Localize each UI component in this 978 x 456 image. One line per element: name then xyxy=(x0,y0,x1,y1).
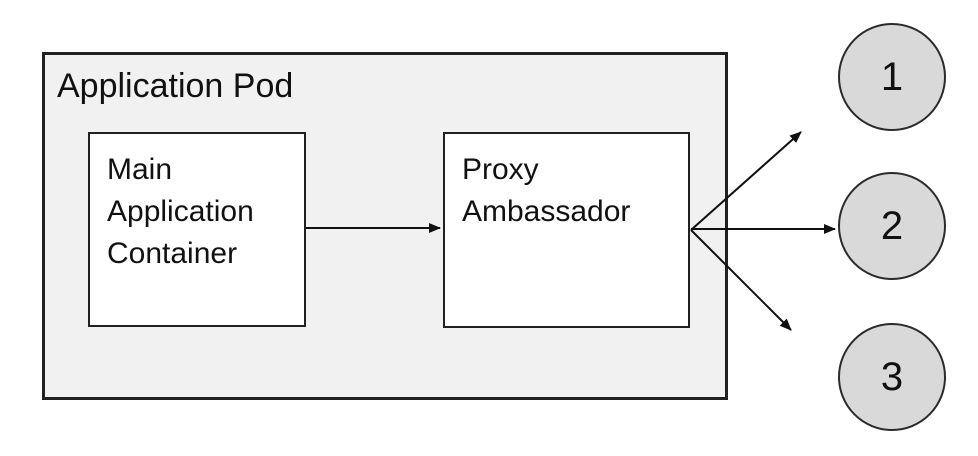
application-pod-group: Application Pod Main Application Contain… xyxy=(42,52,728,400)
endpoint-label: 3 xyxy=(880,354,904,399)
node-proxy-ambassador: Proxy Ambassador xyxy=(443,132,690,328)
application-pod-label: Application Pod xyxy=(57,67,294,105)
node-label-line: Main xyxy=(107,153,173,186)
node-label-line: Application xyxy=(107,195,254,228)
node-label-line: Ambassador xyxy=(462,195,631,228)
endpoint-label: 2 xyxy=(880,203,904,248)
node-main-application-container: Main Application Container xyxy=(88,132,306,327)
node-label-line: Container xyxy=(107,237,238,270)
endpoint-label: 1 xyxy=(880,54,904,99)
endpoint-circle-1: 1 xyxy=(838,23,946,131)
endpoint-circle-2: 2 xyxy=(838,172,946,280)
endpoint-circle-3: 3 xyxy=(838,323,946,431)
node-label-line: Proxy xyxy=(462,153,539,186)
